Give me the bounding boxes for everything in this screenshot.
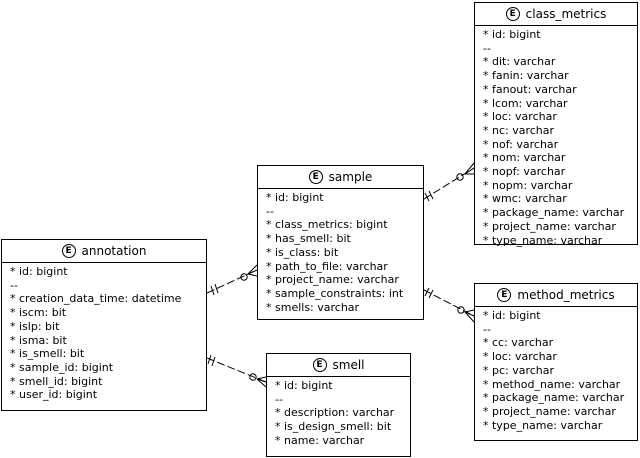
separator: -- (10, 278, 18, 292)
attribute: * type_name: varchar (483, 418, 603, 432)
attribute: * package_name: varchar (483, 391, 625, 405)
attribute-list: * id: bigint -- * description: varchar *… (267, 377, 410, 448)
entity-annotation[interactable]: E annotation * id: bigint -- * creation_… (1, 239, 207, 411)
attribute: * class_metrics: bigint (266, 218, 388, 232)
entity-title: class_metrics (525, 7, 607, 21)
attribute: * loc: varchar (483, 110, 557, 124)
entity-header: E annotation (2, 240, 206, 263)
attribute: * loc: varchar (483, 350, 557, 364)
attribute: * lcom: varchar (483, 96, 568, 110)
attribute: * nopm: varchar (483, 178, 573, 192)
entity-class-metrics[interactable]: E class_metrics * id: bigint -- * dit: v… (474, 2, 638, 247)
entity-icon: E (505, 7, 520, 21)
entity-sample[interactable]: E sample * id: bigint -- * class_metrics… (257, 165, 424, 320)
entity-header: E class_metrics (475, 3, 637, 26)
entity-method-metrics[interactable]: E method_metrics * id: bigint -- * cc: v… (474, 283, 638, 441)
attribute: * project_name: varchar (483, 219, 616, 233)
attribute: * smells: varchar (266, 300, 360, 314)
attribute: * creation_data_time: datetime (10, 292, 182, 306)
entity-title: annotation (81, 244, 147, 258)
attribute: * nom: varchar (483, 151, 566, 165)
cardinality-one-mark (424, 190, 434, 202)
attribute: * wmc: varchar (483, 192, 567, 206)
attribute: * path_to_file: varchar (266, 259, 388, 273)
attribute: * is_class: bit (266, 245, 339, 259)
connector-annotation-smell (206, 357, 267, 383)
attribute: * user_id: bigint (10, 388, 98, 402)
cardinality-one-mark (207, 354, 216, 367)
entity-title: smell (332, 358, 365, 372)
attribute-list: * id: bigint -- * dit: varchar * fanin: … (475, 26, 637, 247)
attribute: * package_name: varchar (483, 206, 625, 220)
attribute: * id: bigint (483, 28, 541, 41)
attribute: * pc: varchar (483, 363, 555, 377)
separator: -- (483, 41, 491, 55)
cardinality-many-mark (249, 373, 267, 388)
entity-title: method_metrics (517, 288, 615, 302)
attribute: * sample_constraints: int (266, 286, 404, 300)
attribute: * smell_id: bigint (10, 374, 103, 388)
separator: -- (483, 322, 491, 336)
attribute: * fanout: varchar (483, 82, 577, 96)
attribute: * project_name: varchar (483, 404, 616, 418)
attribute: * project_name: varchar (266, 273, 399, 287)
cardinality-one-mark (424, 287, 434, 299)
cardinality-many-mark (457, 306, 475, 323)
attribute: * nc: varchar (483, 123, 555, 137)
attribute: * nof: varchar (483, 137, 559, 151)
attribute-list: * id: bigint -- * class_metrics: bigint … (258, 189, 423, 314)
entity-icon: E (308, 170, 323, 184)
entity-icon: E (312, 358, 327, 372)
separator: -- (275, 392, 283, 406)
entity-icon: E (61, 244, 76, 258)
attribute: * is_design_smell: bit (275, 420, 392, 434)
entity-smell[interactable]: E smell * id: bigint -- * description: v… (266, 353, 411, 457)
attribute: * name: varchar (275, 433, 365, 447)
attribute: * fanin: varchar (483, 69, 569, 83)
attribute-list: * id: bigint -- * cc: varchar * loc: var… (475, 307, 637, 432)
attribute: * iscm: bit (10, 306, 67, 320)
attribute: * islp: bit (10, 319, 60, 333)
attribute: * dit: varchar (483, 55, 556, 69)
cardinality-one-mark (210, 283, 219, 296)
attribute: * description: varchar (275, 406, 395, 420)
attribute-list: * id: bigint -- * creation_data_time: da… (2, 263, 206, 402)
attribute: * cc: varchar (483, 336, 554, 350)
entity-header: E sample (258, 166, 423, 189)
attribute: * id: bigint (10, 265, 68, 278)
cardinality-many-mark (456, 162, 475, 181)
cardinality-many-mark (240, 264, 258, 281)
attribute: * has_smell: bit (266, 232, 351, 246)
attribute: * nopf: varchar (483, 165, 566, 179)
attribute: * method_name: varchar (483, 377, 621, 391)
attribute: * type_name: varchar (483, 233, 603, 247)
attribute: * id: bigint (275, 379, 333, 392)
attribute: * isma: bit (10, 333, 67, 347)
entity-header: E smell (267, 354, 410, 377)
entity-icon: E (497, 288, 512, 302)
attribute: * id: bigint (483, 309, 541, 322)
attribute: * id: bigint (266, 191, 324, 204)
attribute: * sample_id: bigint (10, 360, 114, 374)
entity-title: sample (328, 170, 373, 184)
attribute: * is_smell: bit (10, 347, 85, 361)
separator: -- (266, 204, 274, 218)
entity-header: E method_metrics (475, 284, 637, 307)
